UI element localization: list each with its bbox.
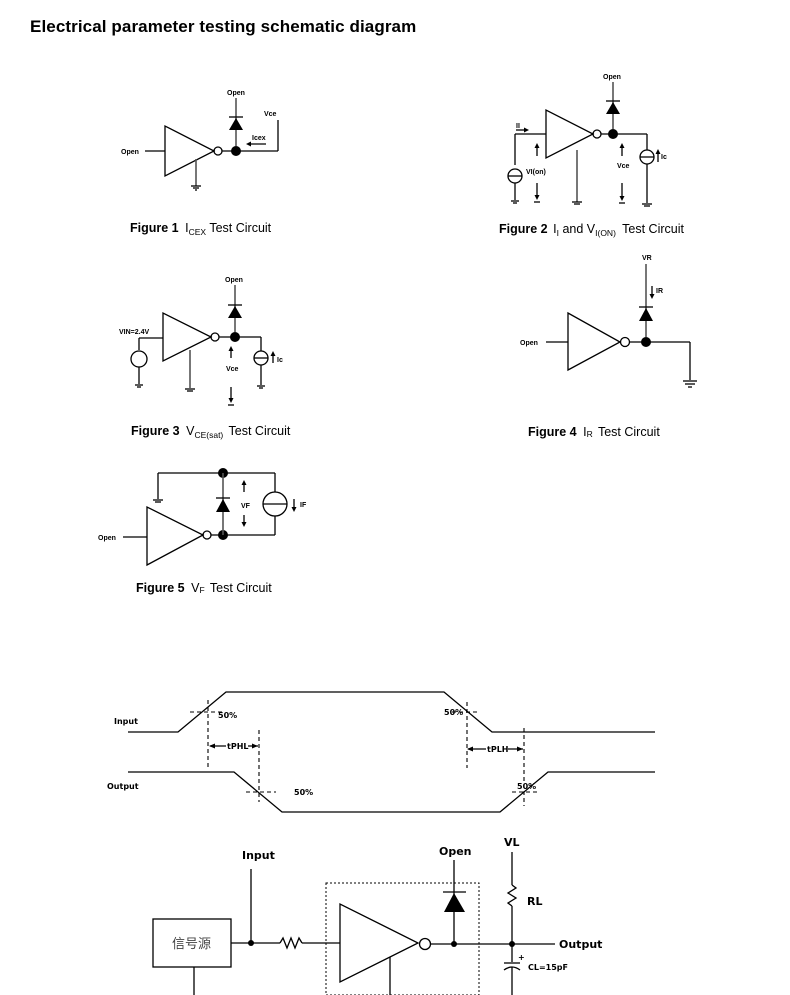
diode-icon bbox=[639, 308, 653, 321]
figure-5-caption: Figure 5 VF Test Circuit bbox=[136, 581, 272, 596]
figure-1-caption: Figure 1 ICEX Test Circuit bbox=[130, 221, 272, 238]
arrowhead bbox=[517, 746, 523, 752]
diode-icon bbox=[444, 893, 465, 912]
inverter-buffer bbox=[339, 902, 420, 984]
fig4-ir-label: IR bbox=[656, 288, 663, 295]
fig4-vr-label: VR bbox=[642, 255, 652, 262]
ground-icon bbox=[191, 185, 201, 191]
inverter-buffer bbox=[567, 311, 622, 372]
input-fall-50pct-label: 50% bbox=[444, 708, 463, 717]
diode-icon bbox=[216, 499, 230, 512]
fig1-open-label: Open bbox=[227, 90, 245, 97]
junction-dot bbox=[641, 337, 651, 347]
output-label: Output bbox=[559, 938, 602, 951]
output-rise-50pct-label: 50% bbox=[517, 782, 536, 791]
figure-3-caption: Figure 3 VCE(sat) Test Circuit bbox=[131, 424, 291, 441]
inverter-buffer bbox=[162, 311, 213, 363]
fig3-vce-label: Vce bbox=[226, 366, 239, 373]
diode-icon bbox=[606, 102, 620, 114]
diode-icon bbox=[229, 118, 243, 130]
page-title: Electrical parameter testing schematic d… bbox=[30, 17, 417, 36]
propagation-test-circuit: 信号源 Input Open VL RL Output + CL=15pF bbox=[152, 836, 602, 995]
dut-dashed-box bbox=[325, 882, 480, 995]
inverter-buffer bbox=[545, 108, 595, 160]
fig3-open-label: Open bbox=[225, 277, 243, 284]
fig2-vion-label: VI(on) bbox=[526, 169, 546, 176]
figure-4-ir-circuit: VR IR Open Figure 4 IR Test Circuit bbox=[520, 255, 697, 440]
fig1-vce-label: Vce bbox=[264, 111, 277, 118]
timing-diagram: tPHL tPLH Input Output 50% 50% 50% 50% bbox=[107, 691, 655, 813]
inverter-buffer bbox=[146, 505, 205, 567]
timing-input-label: Input bbox=[114, 717, 138, 726]
tplh-label: tPLH bbox=[487, 745, 508, 754]
arrowhead bbox=[291, 507, 297, 512]
fig5-if-label: IF bbox=[300, 502, 307, 509]
arrowhead bbox=[619, 196, 625, 201]
input-waveform bbox=[128, 691, 655, 733]
arrowhead bbox=[209, 743, 215, 749]
vl-label: VL bbox=[504, 836, 520, 849]
arrowhead bbox=[534, 195, 540, 200]
open-label: Open bbox=[439, 845, 472, 858]
input-label: Input bbox=[242, 849, 275, 862]
arrowhead bbox=[228, 398, 234, 403]
fig2-ic-label: Ic bbox=[661, 154, 667, 161]
diode-icon bbox=[228, 306, 242, 318]
input-rise-50pct-label: 50% bbox=[218, 711, 237, 720]
label-bg bbox=[226, 741, 248, 750]
arrowhead bbox=[228, 346, 234, 351]
junction-dot bbox=[231, 146, 241, 156]
arrowhead bbox=[649, 294, 655, 299]
inverter-buffer bbox=[164, 124, 216, 178]
tphl-label: tPHL bbox=[227, 742, 248, 751]
load-resistor-icon bbox=[506, 884, 518, 907]
figure-1-icex-circuit: Open Open Vce Icex Figure 1 ICEX Test Ci… bbox=[121, 90, 279, 238]
cl-label: CL=15pF bbox=[528, 963, 568, 972]
figure-2-caption: Figure 2 II and VI(ON) Test Circuit bbox=[499, 222, 684, 239]
fig5-vf-label: VF bbox=[241, 503, 251, 510]
figure-3-vcesat-circuit: VIN=2.4V Open Vce Ic Figure 3 VCE(sat) T… bbox=[119, 277, 291, 441]
arrowhead bbox=[252, 743, 258, 749]
icex-arrowhead bbox=[246, 141, 251, 147]
fig1-icex-label: Icex bbox=[252, 135, 266, 142]
arrowhead bbox=[619, 143, 625, 148]
fig2-open-label: Open bbox=[603, 74, 621, 81]
arrowhead bbox=[467, 746, 473, 752]
ii-arrowhead bbox=[524, 127, 529, 133]
arrowhead bbox=[270, 351, 276, 356]
inverter-bubble bbox=[418, 937, 432, 951]
arrowhead bbox=[241, 480, 247, 485]
figure-4-caption: Figure 4 IR Test Circuit bbox=[528, 425, 660, 440]
fig3-vin-label: VIN=2.4V bbox=[119, 329, 149, 336]
junction-dot bbox=[230, 332, 240, 342]
figure-2-ii-vion-circuit: II VI(on) Open Vce Ic Figure 2 bbox=[499, 74, 684, 239]
output-waveform bbox=[128, 771, 655, 813]
capacitor-plus-sign: + bbox=[518, 953, 525, 962]
arrowhead bbox=[655, 149, 661, 154]
arrowhead bbox=[241, 522, 247, 527]
fig3-ic-label: Ic bbox=[277, 357, 283, 364]
output-fall-50pct-label: 50% bbox=[294, 788, 313, 797]
inverter-bubble bbox=[619, 336, 631, 348]
fig4-input-label: Open bbox=[520, 340, 538, 347]
rl-label: RL bbox=[527, 895, 542, 908]
voltage-source-icon bbox=[130, 350, 148, 368]
label-bg bbox=[486, 744, 508, 753]
fig2-vce-label: Vce bbox=[617, 163, 630, 170]
fig1-input-label: Open bbox=[121, 149, 139, 156]
junction-dot bbox=[608, 129, 618, 139]
fig2-ii-label: II bbox=[516, 123, 520, 130]
timing-output-label: Output bbox=[107, 782, 139, 791]
fig5-input-label: Open bbox=[98, 535, 116, 542]
figure-5-vf-circuit: VF IF Open Figure 5 VF Test Circuit bbox=[98, 468, 307, 596]
signal-source-label: 信号源 bbox=[172, 937, 211, 952]
series-resistor-icon bbox=[279, 936, 303, 950]
arrowhead bbox=[534, 143, 540, 148]
